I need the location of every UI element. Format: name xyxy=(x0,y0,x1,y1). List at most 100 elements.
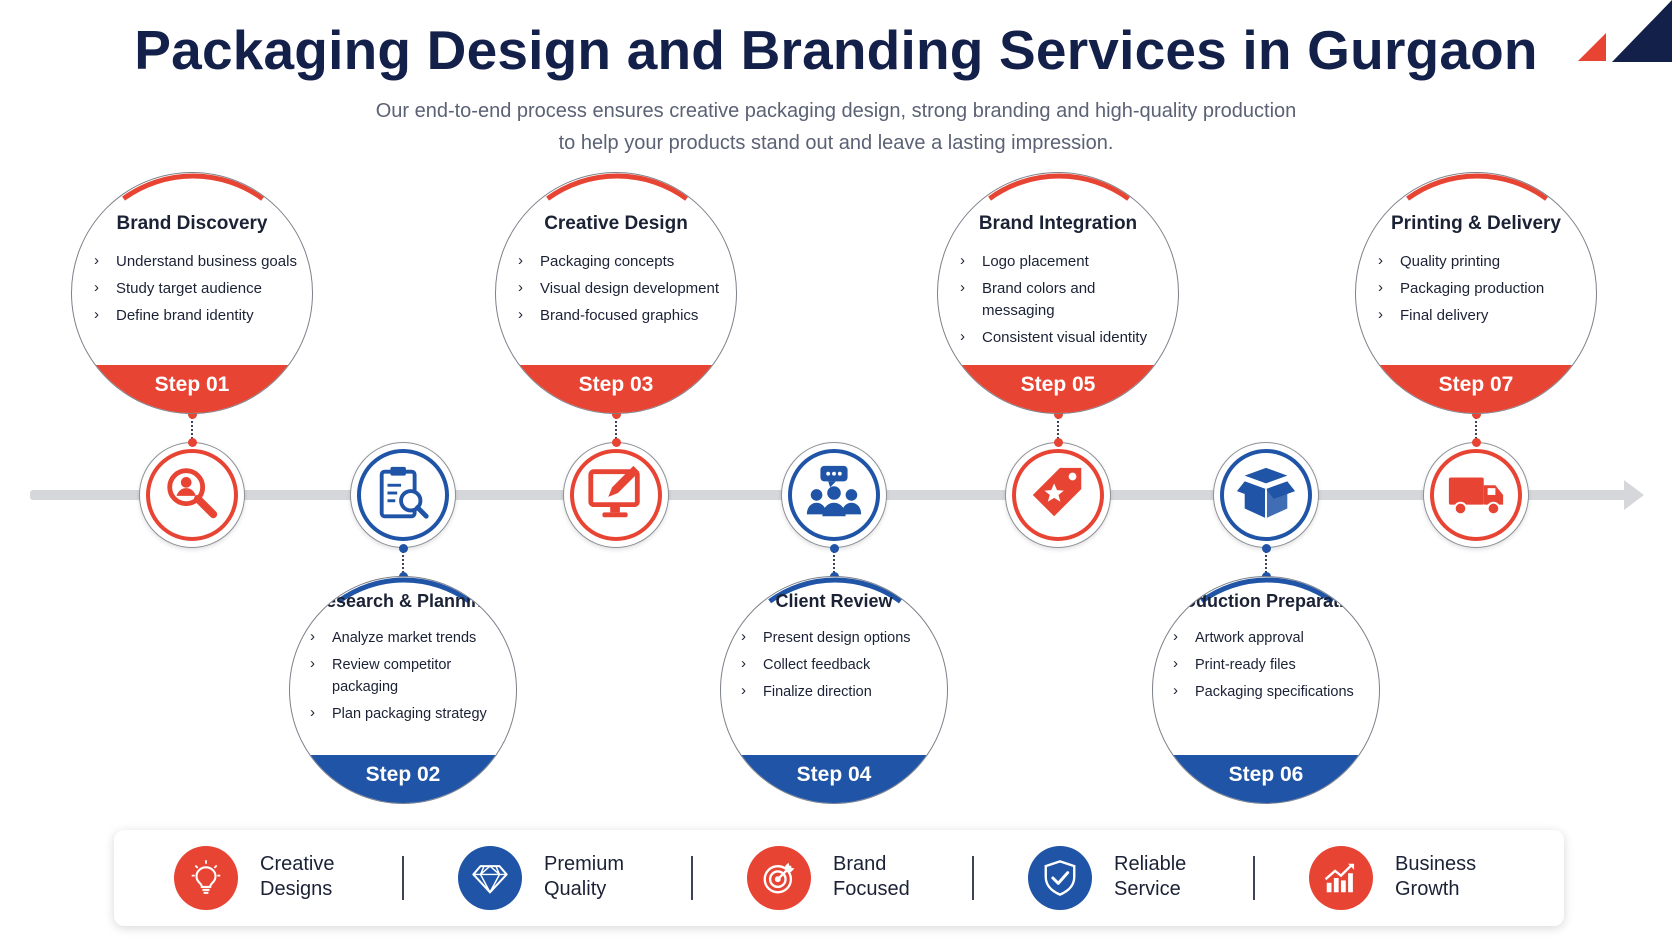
feature-divider xyxy=(972,856,974,900)
step-icon-node xyxy=(1213,442,1319,548)
delivery-truck-icon xyxy=(1445,462,1507,529)
feature-divider xyxy=(691,856,693,900)
step-bullet-item: Understand business goals xyxy=(94,250,300,273)
feature-label-line-2: Focused xyxy=(833,878,910,900)
step-bullet-list: Packaging conceptsVisual design developm… xyxy=(518,250,724,332)
step-number-band: Step 04 xyxy=(721,755,947,803)
connector-dot xyxy=(1471,409,1481,419)
step-connector xyxy=(833,548,835,576)
step-top-arc xyxy=(988,173,1131,201)
step-top-arc xyxy=(1406,173,1549,201)
feature-label-line-2: Service xyxy=(1114,878,1181,900)
connector-dot xyxy=(187,409,197,419)
step-top-arc xyxy=(1200,577,1334,604)
step-title: Brand Integration xyxy=(978,213,1138,234)
lightbulb-icon xyxy=(174,846,238,910)
feature-label-line-1: Creative xyxy=(260,853,335,875)
feature-divider xyxy=(402,856,404,900)
open-box-icon xyxy=(1235,462,1297,529)
page-title: Packaging Design and Branding Services i… xyxy=(134,19,1538,81)
step-bullet-item: Print-ready files xyxy=(1173,653,1365,676)
step-bullet-item: Collect feedback xyxy=(741,653,933,676)
step-bullet-list: Quality printingPackaging productionFina… xyxy=(1378,250,1584,332)
step-bullet-item: Logo placement xyxy=(960,250,1166,273)
connector-dot xyxy=(398,543,408,553)
step-card-6: Production PreparationArtwork approvalPr… xyxy=(1152,576,1380,804)
step-bullet-list: Analyze market trendsReview competitor p… xyxy=(310,626,502,730)
diamond-icon xyxy=(458,846,522,910)
step-bullet-item: Consistent visual identity xyxy=(960,326,1166,349)
step-top-arc xyxy=(546,173,689,201)
step-icon-ring xyxy=(1012,449,1104,541)
step-icon-node xyxy=(139,442,245,548)
step-connector xyxy=(191,414,193,442)
step-bullet-item: Analyze market trends xyxy=(310,626,502,649)
feature-label-line-1: Business xyxy=(1395,853,1477,875)
step-bullet-item: Define brand identity xyxy=(94,304,300,327)
connector-dot xyxy=(829,543,839,553)
feature-label-line-1: Premium xyxy=(544,853,625,875)
connector-dot xyxy=(1053,409,1063,419)
step-card-1: Brand DiscoveryUnderstand business goals… xyxy=(71,172,313,414)
step-bullet-list: Understand business goalsStudy target au… xyxy=(94,250,300,332)
growth-chart-icon xyxy=(1309,846,1373,910)
connector-dot xyxy=(1471,437,1481,447)
step-title: Client Review xyxy=(775,591,893,611)
step-title: Creative Design xyxy=(544,213,688,234)
page-subtitle: Our end-to-end process ensures creative … xyxy=(300,95,1372,159)
step-connector xyxy=(1475,414,1477,442)
step-bullet-list: Artwork approvalPrint-ready filesPackagi… xyxy=(1173,626,1365,708)
step-bullet-list: Present design optionsCollect feedbackFi… xyxy=(741,626,933,708)
step-number-band: Step 06 xyxy=(1153,755,1379,803)
step-bullet-item: Plan packaging strategy xyxy=(310,702,502,725)
step-title: Production Preparation xyxy=(1165,591,1367,611)
step-bullet-list: Logo placementBrand colors and messaging… xyxy=(960,250,1166,354)
step-connector xyxy=(1265,548,1267,576)
shield-check-icon xyxy=(1028,846,1092,910)
connector-dot xyxy=(1053,437,1063,447)
step-connector xyxy=(402,548,404,576)
step-bullet-item: Packaging concepts xyxy=(518,250,724,273)
step-icon-ring xyxy=(1430,449,1522,541)
step-card-7: Printing & DeliveryQuality printingPacka… xyxy=(1355,172,1597,414)
connector-dot xyxy=(611,437,621,447)
step-bullet-item: Present design options xyxy=(741,626,933,649)
step-card-3: Creative DesignPackaging conceptsVisual … xyxy=(495,172,737,414)
step-number-band: Step 02 xyxy=(290,755,516,803)
connector-dot xyxy=(187,437,197,447)
step-bullet-item: Review competitor packaging xyxy=(310,653,502,698)
step-card-2: Research & PlanningAnalyze market trends… xyxy=(289,576,517,804)
step-top-arc xyxy=(768,577,902,604)
connector-dot xyxy=(1261,543,1271,553)
step-icon-node xyxy=(1423,442,1529,548)
step-bullet-item: Finalize direction xyxy=(741,680,933,703)
step-icon-ring xyxy=(146,449,238,541)
feature-label-line-2: Growth xyxy=(1395,878,1460,900)
step-title: Research & Planning xyxy=(312,591,494,611)
step-bullet-item: Study target audience xyxy=(94,277,300,300)
step-icon-ring xyxy=(1220,449,1312,541)
subtitle-line-1: Our end-to-end process ensures creative … xyxy=(375,100,1297,122)
clipboard-search-icon xyxy=(372,462,434,529)
step-icon-ring xyxy=(357,449,449,541)
feature-label-line-1: Reliable xyxy=(1114,853,1187,875)
step-bullet-item: Artwork approval xyxy=(1173,626,1365,649)
step-card-4: Client ReviewPresent design optionsColle… xyxy=(720,576,948,804)
step-number-band: Step 01 xyxy=(72,365,312,413)
step-title: Printing & Delivery xyxy=(1391,213,1561,234)
step-icon-ring xyxy=(570,449,662,541)
corner-accent-navy xyxy=(1612,0,1672,62)
step-icon-node xyxy=(781,442,887,548)
step-number-band: Step 05 xyxy=(938,365,1178,413)
